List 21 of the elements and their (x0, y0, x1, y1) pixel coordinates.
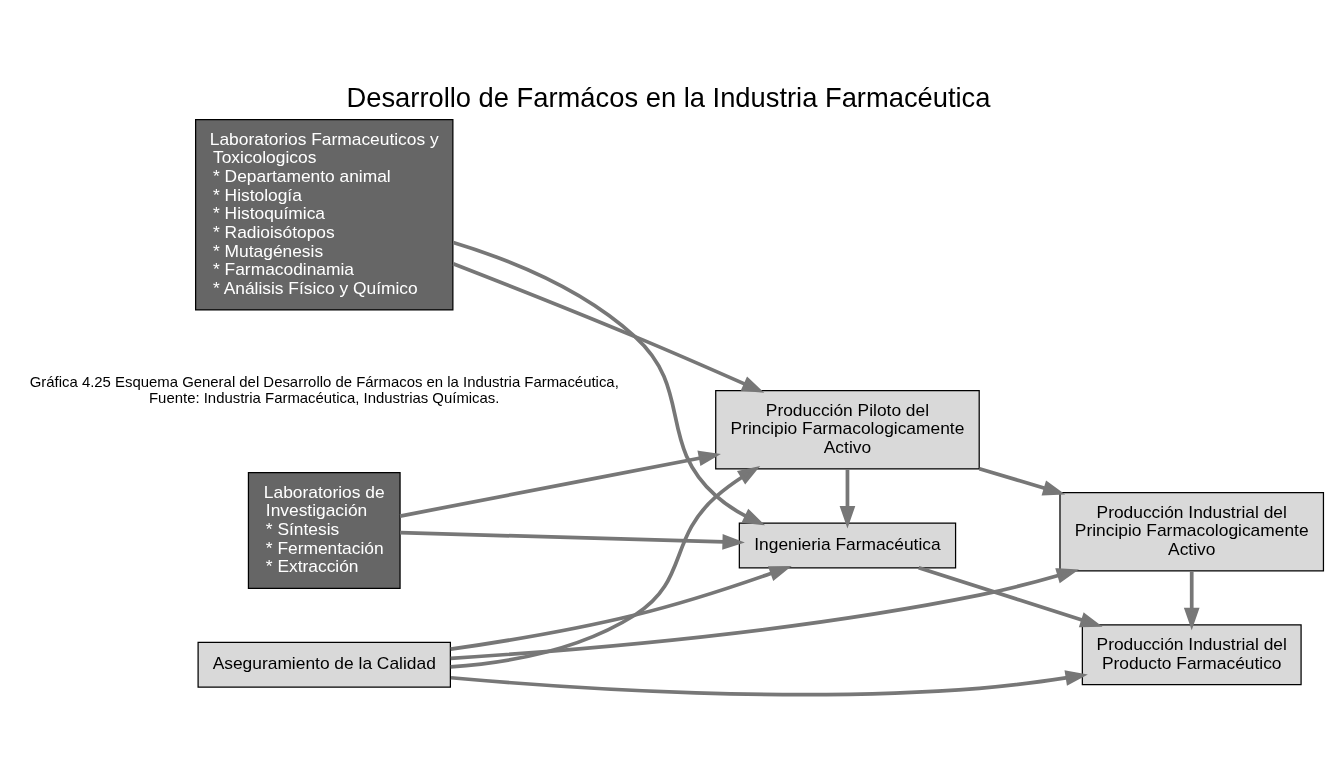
node-box: Producción Industrial del Producto Farmacéutico (1081, 623, 1302, 685)
node-box: Ingenieria Farmacéutica (738, 521, 957, 568)
diagram-title: Desarrollo de Farmácos en la Industria Farmacéutica (346, 81, 991, 113)
arrow (400, 530, 745, 550)
node-box: Aseguramiento de la Calidad (197, 641, 451, 688)
arrow (450, 567, 1079, 660)
arrow (450, 669, 1088, 696)
node-box: Producción Piloto del Principio Farmacologicamente Activo (715, 389, 980, 470)
arrow (918, 565, 1103, 627)
node-box: Producción Industrial del Principio Farmacologicamente Activo (1059, 491, 1325, 571)
arrow (452, 240, 766, 525)
arrow (839, 468, 856, 528)
caption: Gráfica 4.25 Esquema General del Desarrollo de Fármacos en la Industria Farmacéutica, Fuente: Industria Farmacéutica, Industrias Químicas. (29, 373, 619, 406)
arrow (450, 565, 792, 651)
arrow (978, 466, 1066, 495)
node-box: Laboratorios de Investigación * Síntesis * Fermentación * Extracción (247, 471, 401, 589)
arrow (399, 450, 721, 518)
arrow (450, 465, 761, 669)
arrow (452, 261, 765, 393)
arrow (1183, 570, 1200, 630)
node-box: Laboratorios Farmaceuticos y Toxicologicos * Departamento animal * Histología * Histoquímica * Radioisótopos * Mutagénesis * Farmacodinamia * Análisis Físico y Químico (195, 118, 454, 310)
